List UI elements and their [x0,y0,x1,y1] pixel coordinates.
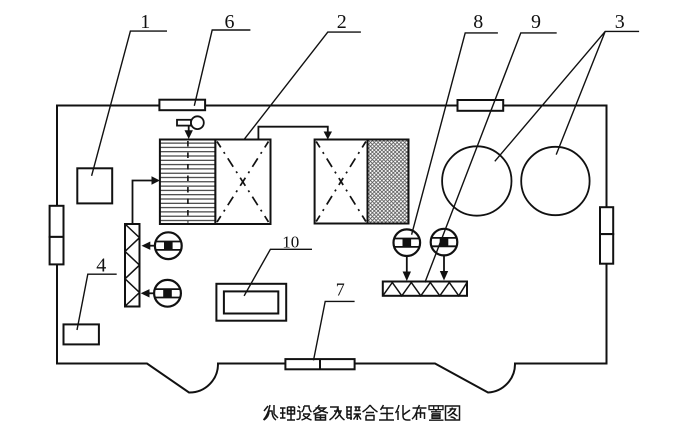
svg-text:7: 7 [336,279,345,299]
svg-text:10: 10 [282,233,299,252]
svg-text:8: 8 [473,11,483,33]
svg-text:2: 2 [337,11,347,33]
svg-text:4: 4 [96,255,106,277]
svg-text:9: 9 [531,11,541,33]
svg-text:3: 3 [615,11,625,33]
svg-text:1: 1 [140,11,150,33]
svg-text:6: 6 [225,11,235,33]
